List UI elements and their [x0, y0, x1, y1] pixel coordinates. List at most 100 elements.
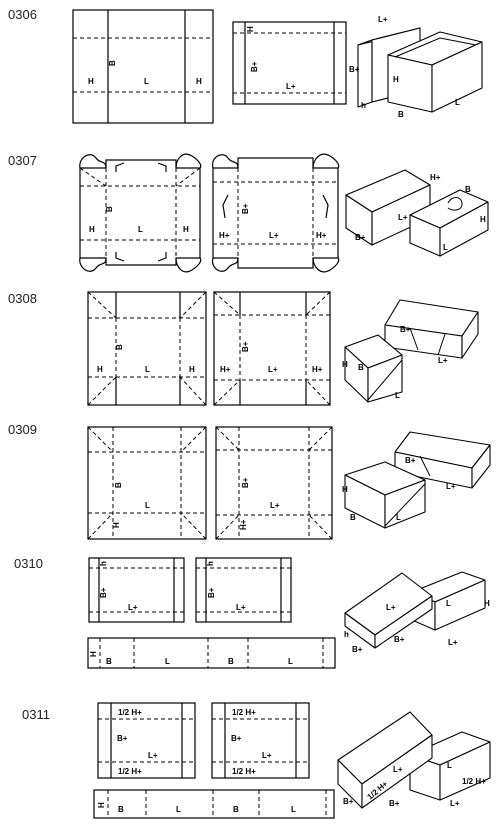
fold-line: [180, 426, 207, 453]
dimension-label: L: [145, 365, 150, 374]
dimension-label: h: [361, 101, 366, 110]
dimension-label: B+: [241, 203, 250, 214]
lid-flap-edge: [409, 327, 419, 351]
blank-outline: [87, 426, 207, 540]
corner-slot: [222, 194, 229, 219]
flat-lid-blank-1: 1/2 H+ B+ L+ 1/2 H+: [97, 702, 196, 779]
dimension-label: H: [189, 365, 195, 374]
dimension-label: L: [144, 77, 149, 86]
dimension-label: B: [228, 657, 234, 666]
dimension-label: L: [291, 805, 296, 814]
corner-slot: [115, 252, 125, 262]
dimension-label: B+: [117, 734, 128, 743]
dimension-label: 1/2 H+: [462, 777, 486, 786]
dimension-label: L+: [378, 15, 388, 24]
dimension-label: H: [342, 485, 348, 494]
dimension-label: B: [105, 206, 114, 212]
flat-lid-blank: B+ L+ H+: [215, 426, 333, 540]
dimension-label: B: [115, 344, 124, 350]
dimension-label: H: [112, 522, 121, 528]
dimension-label: H: [246, 26, 255, 32]
dimension-label: L+: [262, 751, 272, 760]
style-code: 0311: [22, 707, 50, 722]
fold-line: [87, 291, 117, 319]
dimension-label: L+: [128, 603, 138, 612]
dimension-label: B+: [405, 456, 416, 465]
dimension-label: L: [138, 225, 143, 234]
dimension-label: B: [233, 805, 239, 814]
style-0309: 0309 B L H B+ L+ H+: [8, 422, 491, 540]
dimension-label: L: [395, 391, 400, 400]
dimension-label: H: [97, 802, 106, 808]
dimension-label: B+: [400, 325, 411, 334]
dimension-label: B+: [250, 61, 259, 72]
fold-line: [305, 291, 331, 316]
blank-outline: [72, 9, 214, 124]
dimension-label: L+: [386, 603, 396, 612]
fold-line: [87, 512, 114, 540]
flat-bottom-blank: B L H: [87, 426, 207, 540]
base-inner-edge: [394, 37, 477, 58]
blank-outline: [232, 21, 347, 105]
flat-side-strip: H B L B L: [93, 789, 335, 819]
strip-outline: [87, 637, 336, 669]
dimension-label: B+: [99, 587, 108, 598]
dimension-label: B: [118, 805, 124, 814]
blank-outline: [79, 159, 201, 266]
dimension-label: L: [176, 805, 181, 814]
dimension-label: L+: [268, 365, 278, 374]
lid-side-face: [461, 311, 479, 359]
style-code: 0308: [8, 291, 37, 306]
dimension-label: L+: [269, 231, 279, 240]
assembled-box-3d: B+ L+ H B L: [342, 431, 491, 529]
dimension-label: B+: [231, 734, 242, 743]
blank-outline: [97, 702, 196, 779]
assembled-box-3d: L+ 1/2 H+ B+ B+ L 1/2 H+ L+: [337, 711, 491, 809]
flat-side-strip: H B L B L: [87, 637, 336, 669]
dimension-label: H+: [220, 365, 231, 374]
flat-lid-blank-2: 1/2 H+ B+ L+ 1/2 H+: [211, 702, 310, 779]
dimension-label: L: [288, 657, 293, 666]
dimension-label: B+: [241, 477, 250, 488]
assembled-box-3d: H+ L+ H B+ B L: [345, 169, 489, 257]
dimension-label: B+: [352, 645, 363, 654]
blank-outline: [87, 291, 207, 406]
dimension-label: L: [447, 761, 452, 770]
locking-ear: [211, 257, 239, 272]
fold-line: [308, 514, 333, 540]
corner-slot: [115, 162, 125, 172]
base-front-face: [434, 579, 486, 631]
dimension-label: L+: [446, 482, 456, 491]
lid-side-face: [471, 444, 491, 489]
fold-line: [180, 512, 207, 540]
dimension-label: B: [465, 185, 471, 194]
dimension-label: B: [106, 657, 112, 666]
locking-ear: [312, 257, 340, 273]
corner-slot: [322, 194, 329, 219]
style-0311: 0311 1/2 H+ B+ L+ 1/2 H+ 1/2 H+ B+ L+ 1/…: [22, 702, 491, 819]
blank-outline: [211, 702, 310, 779]
fold-line: [179, 291, 207, 319]
dimension-label: L+: [450, 799, 460, 808]
dimension-label: L: [443, 243, 448, 252]
dimension-label: H: [89, 651, 98, 657]
fold-line: [308, 426, 333, 451]
corner-slot: [157, 162, 167, 172]
dimension-label: B+: [355, 233, 366, 242]
dimension-label: L: [446, 599, 451, 608]
locking-ear: [312, 153, 340, 169]
locking-ear: [175, 257, 202, 273]
blank-outline: [213, 291, 331, 406]
flat-bottom-blank: B H L H: [79, 153, 202, 273]
style-0306: 0306 B H L H H B+ L+: [8, 7, 483, 124]
locking-ear: [211, 154, 239, 169]
dimension-label: 1/2 H+: [118, 708, 142, 717]
dimension-label: L: [396, 513, 401, 522]
dimension-label: B+: [389, 799, 400, 808]
assembled-box-3d: B+ L+ H B L: [342, 299, 479, 403]
fold-line: [87, 376, 117, 406]
dimension-label: H: [183, 225, 189, 234]
flat-lid-blank: B+ H+ L+ H+: [211, 153, 340, 273]
dimension-label: H+: [239, 519, 248, 530]
dimension-label: L+: [148, 751, 158, 760]
